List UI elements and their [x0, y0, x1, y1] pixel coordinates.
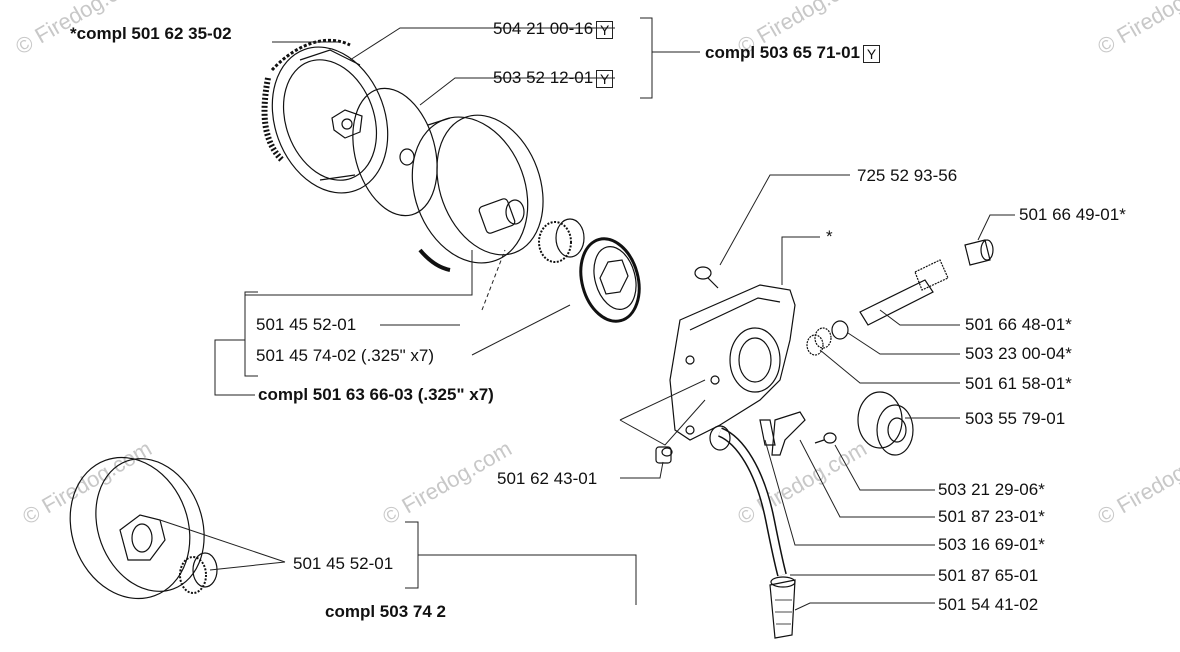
needle-bearing-drawing: [538, 218, 585, 263]
leader-line: [719, 174, 850, 266]
leader-line: [159, 519, 286, 563]
leader-line: [879, 309, 960, 326]
part-number: compl 503 65 71-01: [705, 43, 860, 62]
bracket-line: [244, 291, 258, 377]
leader-line: [419, 77, 615, 106]
leader-line: [834, 444, 935, 491]
y-marker-box: Y: [862, 44, 880, 63]
leader-line: [799, 439, 935, 518]
leader-line: [977, 214, 1015, 241]
label-part-725-52-93-56: 725 52 93-56: [857, 166, 958, 185]
label-compl-501-62-35-02: *compl 501 62 35-02: [70, 24, 232, 43]
leader-line: [794, 602, 935, 611]
pump-shaft-drawing: [859, 259, 949, 326]
part-number: 503 52 12-01: [493, 68, 594, 87]
leader-line: [349, 27, 615, 61]
bracket-line: [405, 521, 419, 589]
leader-line: [619, 399, 706, 446]
leader-line: [245, 250, 473, 296]
label-part-501-45-52-01: 501 45 52-01: [256, 315, 357, 334]
label-part-503-16-69-01: 503 16 69-01*: [938, 535, 1045, 554]
leader-line: [209, 561, 286, 571]
oil-hose-drawing: [709, 425, 787, 577]
label-part-501-45-74-02: 501 45 74-02 (.325" x7): [256, 346, 435, 365]
clutch-spring-drawing: [261, 38, 351, 163]
cap-drawing: [964, 239, 994, 266]
screw-bracket-drawing: [814, 432, 837, 444]
leader-line: [619, 379, 706, 421]
label-part-503-23-00-04: 503 23 00-04*: [965, 344, 1072, 363]
pump-housing-drawing: [669, 284, 796, 441]
leader-line: [481, 249, 506, 311]
bracket-line: [640, 17, 653, 99]
label-part-501-87-23-01: 501 87 23-01*: [938, 507, 1045, 526]
leader-line: [764, 439, 935, 546]
leader-line: [781, 236, 820, 285]
label-part-501-66-48-01: 501 66 48-01*: [965, 315, 1072, 334]
rim-sprocket-drawing: [579, 237, 641, 323]
label-part-503-55-79-01: 503 55 79-01: [965, 409, 1066, 428]
label-part-501-66-49-01: 501 66 49-01*: [1019, 205, 1126, 224]
leader-line: [819, 349, 960, 384]
adjuster-plug-drawing: [857, 391, 914, 456]
screw-top-drawing: [694, 266, 719, 289]
part-number: 504 21 00-16: [493, 19, 594, 38]
clutch-drum-drawing: [411, 114, 544, 272]
label-compl-501-63-66-03: compl 501 63 66-03 (.325" x7): [258, 385, 494, 404]
leader-line: [620, 461, 664, 479]
leader-line: [847, 332, 960, 355]
y-marker-box: Y: [596, 69, 614, 88]
bracket-drawing: [771, 411, 806, 456]
bracket-line: [214, 339, 255, 396]
label-part-501-62-43-01: 501 62 43-01: [497, 469, 598, 488]
spring-drawing: [806, 320, 849, 356]
leader-line: [418, 554, 637, 605]
label-part-501-45-52-01-bottom: 501 45 52-01: [293, 554, 394, 573]
label-compl-503-74: compl 503 74 2: [325, 602, 446, 621]
clutch-shoes-drawing: [271, 46, 389, 194]
label-part-501-61-58-01: 501 61 58-01*: [965, 374, 1072, 393]
label-part-501-87-65-01: 501 87 65-01: [938, 566, 1039, 585]
spur-sprocket-drawing: [69, 456, 205, 600]
pin-drawing: [759, 419, 776, 446]
label-part-501-54-41-02: 501 54 41-02: [938, 595, 1039, 614]
needle-bearing-bottom-drawing: [179, 552, 218, 594]
leader-line: [471, 304, 571, 356]
label-part-503-21-29-06: 503 21 29-06*: [938, 480, 1045, 499]
label-star: *: [826, 227, 833, 246]
y-marker-box: Y: [596, 20, 614, 39]
washer-drawing: [352, 87, 438, 217]
small-nipple-drawing: [655, 446, 673, 464]
strainer-drawing: [769, 576, 796, 639]
